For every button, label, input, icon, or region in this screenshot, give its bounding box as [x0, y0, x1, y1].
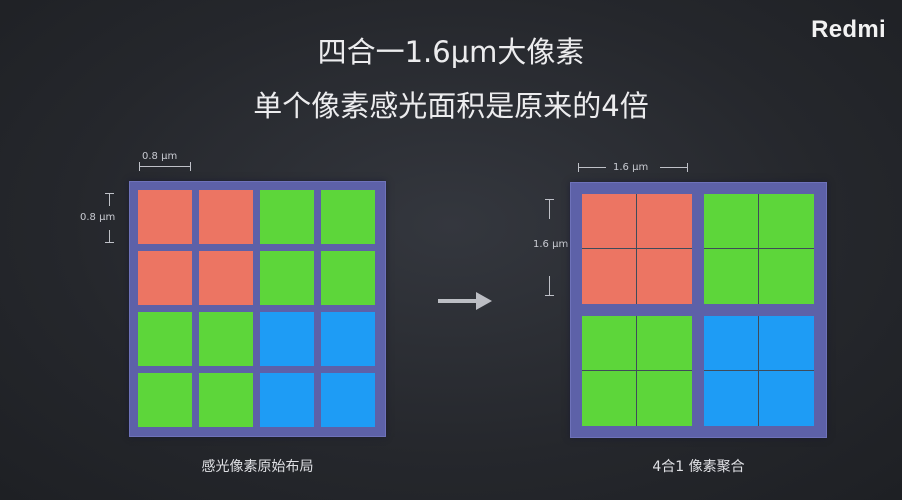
sub-pixel — [582, 316, 637, 371]
sub-pixel — [704, 316, 759, 371]
pixel-blue — [260, 312, 314, 366]
right-caption: 4合1 像素聚合 — [652, 459, 745, 475]
right-width-line-left — [578, 167, 606, 168]
pixel-blue — [321, 373, 375, 427]
right-width-label: 1.6 μm — [613, 162, 649, 173]
sub-pixel — [759, 194, 814, 249]
left-width-label: 0.8 μm — [142, 151, 178, 162]
sub-pixel — [637, 249, 692, 304]
pixel-red — [199, 251, 253, 305]
left-height-cap-bottom — [105, 242, 114, 243]
pixel-green — [260, 190, 314, 244]
pixel-green — [199, 373, 253, 427]
right-height-label: 1.6 μm — [533, 239, 569, 250]
pixel-green — [199, 312, 253, 366]
sub-pixel — [582, 249, 637, 304]
pixel-red — [138, 251, 192, 305]
left-height-cap-top — [105, 193, 114, 194]
left-height-line-bottom — [109, 230, 110, 243]
title-line-2: 单个像素感光面积是原来的4倍 — [253, 89, 649, 123]
pixel-green — [260, 251, 314, 305]
binned-pixel-grid — [570, 182, 827, 438]
right-height-cap-bottom — [545, 295, 554, 296]
binned-pixel-blue — [704, 316, 814, 426]
brand-logo: Redmi — [811, 16, 886, 43]
right-height-line-top — [549, 199, 550, 219]
sub-pixel — [637, 194, 692, 249]
right-width-tick-r — [687, 163, 688, 172]
binned-pixel-green — [704, 194, 814, 304]
pixel-green — [321, 190, 375, 244]
original-pixel-grid — [129, 181, 386, 437]
left-caption: 感光像素原始布局 — [201, 459, 314, 475]
left-width-line — [139, 166, 191, 167]
sub-pixel — [759, 371, 814, 426]
left-height-label: 0.8 μm — [80, 212, 116, 223]
pixel-blue — [260, 373, 314, 427]
right-height-line-bottom — [549, 276, 550, 296]
sub-pixel — [704, 249, 759, 304]
sub-pixel — [637, 371, 692, 426]
sub-pixel — [582, 371, 637, 426]
pixel-red — [199, 190, 253, 244]
binned-pixel-green — [582, 316, 692, 426]
sub-pixel — [637, 316, 692, 371]
pixel-blue — [321, 312, 375, 366]
title-line-1: 四合一1.6μm大像素 — [317, 35, 585, 69]
pixel-red — [138, 190, 192, 244]
sub-pixel — [759, 249, 814, 304]
right-width-line-right — [660, 167, 688, 168]
sub-pixel — [582, 194, 637, 249]
left-width-tick-r — [190, 162, 191, 171]
sub-pixel — [704, 371, 759, 426]
pixel-green — [321, 251, 375, 305]
sub-pixel — [704, 194, 759, 249]
left-height-line-top — [109, 193, 110, 206]
right-width-tick-l — [578, 163, 579, 172]
sub-pixel — [759, 316, 814, 371]
pixel-green — [138, 373, 192, 427]
left-width-tick-l — [139, 162, 140, 171]
binned-pixel-red — [582, 194, 692, 304]
pixel-green — [138, 312, 192, 366]
arrow-right-icon — [438, 292, 492, 310]
